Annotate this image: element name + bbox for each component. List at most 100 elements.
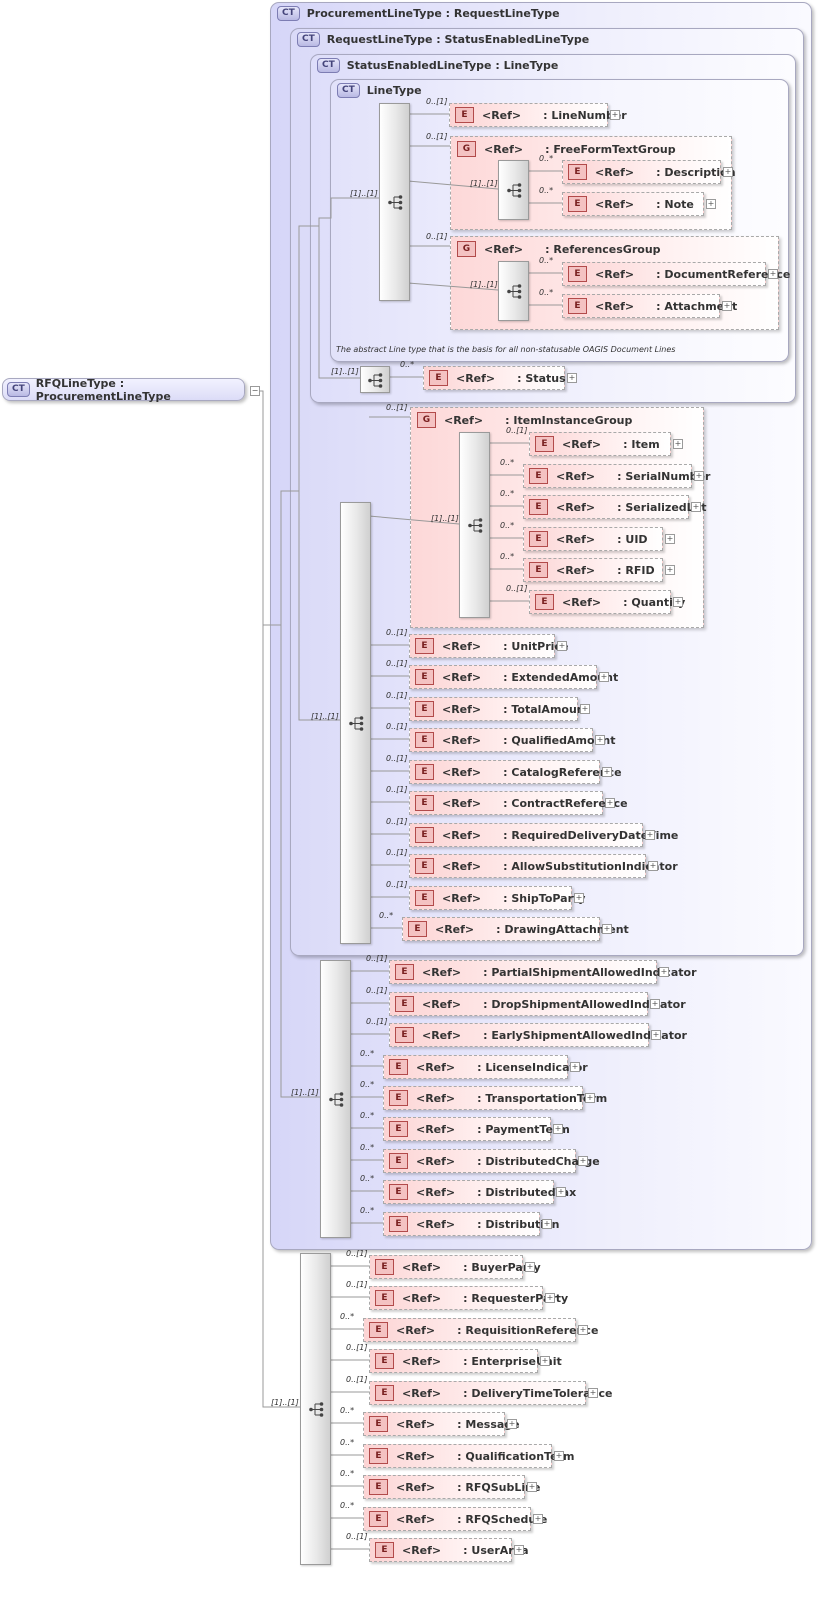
element-unit-price[interactable]: E<Ref>: UnitPrice+ <box>409 634 568 658</box>
element-uid[interactable]: E<Ref>: UID+ <box>523 527 675 551</box>
expand-icon[interactable]: + <box>554 1451 564 1461</box>
element-description[interactable]: E<Ref>: Description+ <box>562 160 736 184</box>
element-early-shipment-allowed-indicator[interactable]: E<Ref>: EarlyShipmentAllowedIndicator+ <box>389 1023 687 1047</box>
element-catalog-reference[interactable]: E<Ref>: CatalogReference+ <box>409 760 622 784</box>
expand-icon[interactable]: + <box>545 1293 555 1303</box>
element-license-indicator[interactable]: E<Ref>: LicenseIndicator+ <box>383 1055 588 1079</box>
sequence-compositor[interactable] <box>300 1253 331 1565</box>
element-item[interactable]: E<Ref>: Item+ <box>529 432 683 456</box>
expand-icon[interactable]: + <box>525 1262 535 1272</box>
element-partial-shipment-allowed-indicator[interactable]: E<Ref>: PartialShipmentAllowedIndicator+ <box>389 960 697 984</box>
element-required-delivery-date-time[interactable]: E<Ref>: RequiredDeliveryDateTime+ <box>409 823 678 847</box>
expand-icon[interactable]: + <box>588 1388 598 1398</box>
element-rfq-schedule[interactable]: E<Ref>: RFQSchedule+ <box>363 1507 547 1531</box>
expand-icon[interactable]: + <box>514 1545 524 1555</box>
sequence-compositor[interactable] <box>379 103 410 301</box>
expand-icon[interactable]: + <box>507 1419 517 1429</box>
expand-icon[interactable]: + <box>706 199 716 209</box>
sequence-compositor[interactable] <box>498 160 529 220</box>
element-distribution[interactable]: E<Ref>: Distribution+ <box>383 1212 559 1236</box>
element-buyer-party[interactable]: E<Ref>: BuyerParty+ <box>369 1255 541 1279</box>
element-delivery-time-tolerance[interactable]: E<Ref>: DeliveryTimeTolerance+ <box>369 1381 612 1405</box>
element-allow-substitution-indicator[interactable]: E<Ref>: AllowSubstitutionIndicator+ <box>409 854 678 878</box>
element-distributed-tax[interactable]: E<Ref>: DistributedTax+ <box>383 1180 576 1204</box>
sequence-compositor[interactable] <box>320 960 351 1238</box>
expand-icon[interactable]: + <box>665 534 675 544</box>
expand-icon[interactable]: + <box>694 471 704 481</box>
element-note[interactable]: E<Ref>: Note+ <box>562 192 716 216</box>
expand-icon[interactable]: + <box>533 1514 543 1524</box>
expand-icon[interactable]: + <box>527 1482 537 1492</box>
element-requisition-reference[interactable]: E<Ref>: RequisitionReference+ <box>363 1318 598 1342</box>
element-line-number[interactable]: E<Ref>: LineNumber+ <box>449 103 627 127</box>
element-drawing-attachment[interactable]: E<Ref>: DrawingAttachment+ <box>402 917 629 941</box>
expand-icon[interactable]: + <box>602 767 612 777</box>
element-attachment[interactable]: E<Ref>: Attachment+ <box>562 294 737 318</box>
expand-icon[interactable]: + <box>665 565 675 575</box>
element-drop-shipment-allowed-indicator[interactable]: E<Ref>: DropShipmentAllowedIndicator+ <box>389 992 686 1016</box>
element-transportation-term[interactable]: E<Ref>: TransportationTerm+ <box>383 1086 607 1110</box>
expand-icon[interactable]: + <box>540 1356 550 1366</box>
expand-icon[interactable]: + <box>580 704 590 714</box>
expand-icon[interactable]: + <box>723 167 733 177</box>
element-rfq-sub-line[interactable]: E<Ref>: RFQSubLine+ <box>363 1475 540 1499</box>
expand-icon[interactable]: + <box>595 735 605 745</box>
expand-icon[interactable]: + <box>659 967 669 977</box>
element-badge: E <box>529 499 548 515</box>
element-rfid[interactable]: E<Ref>: RFID+ <box>523 558 675 582</box>
expand-icon[interactable]: + <box>722 301 732 311</box>
expand-icon[interactable]: + <box>574 893 584 903</box>
element-extended-amount[interactable]: E<Ref>: ExtendedAmount+ <box>409 665 618 689</box>
sequence-compositor[interactable] <box>340 502 371 944</box>
expand-icon[interactable]: + <box>553 1124 563 1134</box>
expand-icon[interactable]: + <box>542 1219 552 1229</box>
expand-icon[interactable]: + <box>691 502 701 512</box>
element-serialized-lot[interactable]: E<Ref>: SerializedLot+ <box>523 495 707 519</box>
occurrence-label: 0..[1] <box>346 1249 368 1258</box>
sequence-compositor[interactable] <box>360 366 390 393</box>
expand-icon[interactable]: + <box>651 1030 661 1040</box>
element-document-reference[interactable]: E<Ref>: DocumentReference+ <box>562 262 790 286</box>
element-requester-party[interactable]: E<Ref>: RequesterParty+ <box>369 1286 568 1310</box>
expand-icon[interactable]: + <box>599 672 609 682</box>
group-badge: G <box>417 412 436 428</box>
element-badge: E <box>429 370 448 386</box>
element-enterprise-unit[interactable]: E<Ref>: EnterpriseUnit+ <box>369 1349 562 1373</box>
ref-label: <Ref> <box>416 1091 456 1105</box>
expand-icon[interactable]: + <box>557 641 567 651</box>
expand-icon[interactable]: + <box>650 999 660 1009</box>
element-payment-term[interactable]: E<Ref>: PaymentTerm+ <box>383 1117 570 1141</box>
expand-icon[interactable]: + <box>768 269 778 279</box>
expand-icon[interactable]: + <box>602 924 612 934</box>
expand-icon[interactable]: + <box>610 110 620 120</box>
expand-icon[interactable]: + <box>556 1187 566 1197</box>
expand-icon[interactable]: + <box>567 373 577 383</box>
root-complex-type[interactable]: CT RFQLineType : ProcurementLineType − <box>2 377 260 403</box>
element-message[interactable]: E<Ref>: Message+ <box>363 1412 520 1436</box>
collapse-icon[interactable]: − <box>250 386 260 396</box>
expand-icon[interactable]: + <box>585 1093 595 1103</box>
element-qualification-term[interactable]: E<Ref>: QualificationTerm+ <box>363 1444 574 1468</box>
occurrence-label: 0..[1] <box>386 628 408 637</box>
expand-icon[interactable]: + <box>578 1156 588 1166</box>
expand-icon[interactable]: + <box>578 1325 588 1335</box>
element-ship-to-party[interactable]: E<Ref>: ShipToParty+ <box>409 886 585 910</box>
element-quantity[interactable]: E<Ref>: Quantity+ <box>529 590 685 614</box>
expand-icon[interactable]: + <box>570 1062 580 1072</box>
element-user-area[interactable]: E<Ref>: UserArea+ <box>369 1538 529 1562</box>
expand-icon[interactable]: + <box>673 439 683 449</box>
expand-icon[interactable]: + <box>645 830 655 840</box>
element-qualified-amount[interactable]: E<Ref>: QualifiedAmount+ <box>409 728 615 752</box>
sequence-compositor[interactable] <box>498 261 529 321</box>
element-status[interactable]: E<Ref>: Status+ <box>423 366 577 390</box>
expand-icon[interactable]: + <box>648 861 658 871</box>
sequence-compositor[interactable] <box>459 432 490 618</box>
expand-icon[interactable]: + <box>605 798 615 808</box>
expand-icon[interactable]: + <box>673 597 683 607</box>
element-contract-reference[interactable]: E<Ref>: ContractReference+ <box>409 791 628 815</box>
occurrence-label: 0..* <box>360 1049 375 1058</box>
element-total-amount[interactable]: E<Ref>: TotalAmount+ <box>409 697 590 721</box>
ref-label: <Ref> <box>402 1386 442 1400</box>
element-serial-number[interactable]: E<Ref>: SerialNumber+ <box>523 464 710 488</box>
element-distributed-charge[interactable]: E<Ref>: DistributedCharge+ <box>383 1149 600 1173</box>
